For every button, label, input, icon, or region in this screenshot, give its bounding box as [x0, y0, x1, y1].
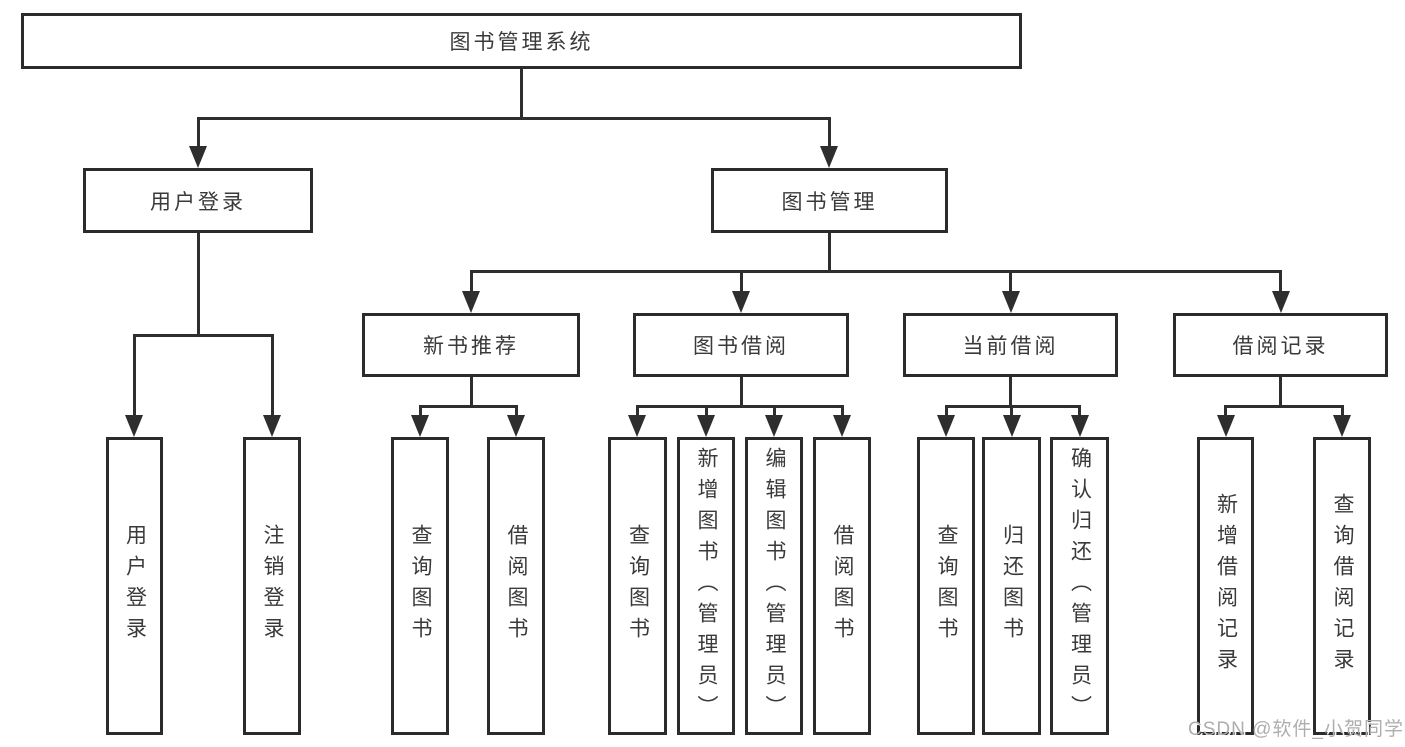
connector-line: [1340, 406, 1344, 421]
connector-line: [1279, 377, 1282, 406]
node-new-book-recommendation: 新书推荐: [362, 313, 580, 377]
node-user-login: 用户登录: [83, 168, 313, 233]
connector-line: [270, 335, 274, 421]
arrow-down-icon: [1070, 415, 1089, 437]
node-current-borrowing: 当前借阅: [903, 313, 1118, 377]
connector-line: [1009, 377, 1012, 406]
connector-line: [1078, 406, 1081, 421]
connector-line: [520, 69, 523, 118]
arrow-down-icon: [1216, 415, 1235, 437]
connector-line: [1279, 271, 1282, 297]
connector-line: [635, 404, 844, 408]
node-book-management: 图书管理: [711, 168, 948, 233]
node-query-borrow-record: 查询借阅记录: [1313, 437, 1371, 735]
connector-line: [196, 118, 200, 150]
connector-line: [704, 406, 708, 421]
node-query-books-recommend: 查询图书: [391, 437, 449, 735]
connector-line: [469, 271, 473, 297]
node-book-borrowing: 图书借阅: [633, 313, 849, 377]
node-borrow-books-leaf: 借阅图书: [813, 437, 871, 735]
arrow-down-icon: [125, 415, 143, 437]
connector-line: [418, 404, 518, 408]
arrow-down-icon: [697, 415, 715, 437]
node-logout: 注销登录: [243, 437, 301, 735]
connector-line: [196, 116, 831, 120]
connector-line: [514, 406, 518, 421]
connector-line: [469, 377, 473, 406]
node-borrow-books-recommend: 借阅图书: [487, 437, 545, 735]
connector-line: [739, 271, 743, 297]
node-confirm-return-admin: 确认归还（管理员）: [1050, 437, 1109, 735]
connector-line: [132, 333, 274, 337]
node-query-books-current: 查询图书: [917, 437, 975, 735]
arrow-down-icon: [732, 291, 750, 313]
arrow-down-icon: [411, 415, 429, 437]
connector-line: [772, 406, 776, 421]
arrow-down-icon: [1001, 291, 1020, 313]
arrow-down-icon: [462, 291, 480, 313]
arrow-down-icon: [820, 146, 838, 168]
arrow-down-icon: [937, 415, 955, 437]
arrow-down-icon: [628, 415, 646, 437]
arrow-down-icon: [765, 415, 783, 437]
node-user-login-leaf: 用户登录: [106, 437, 163, 735]
connector-line: [944, 406, 948, 421]
watermark: CSDN @软件_小贺同学: [1188, 719, 1404, 740]
arrow-down-icon: [1271, 291, 1290, 313]
node-library-system: 图书管理系统: [21, 13, 1022, 69]
connector-line: [1224, 406, 1227, 421]
connector-line: [1010, 406, 1013, 421]
node-add-borrow-record: 新增借阅记录: [1197, 437, 1254, 735]
connector-line: [132, 335, 136, 421]
arrow-down-icon: [1002, 415, 1021, 437]
node-borrowing-records: 借阅记录: [1173, 313, 1388, 377]
connector-line: [418, 406, 422, 421]
connector-line: [196, 233, 200, 335]
node-return-books: 归还图书: [982, 437, 1041, 735]
node-query-books-borrow: 查询图书: [608, 437, 667, 735]
connector-line: [635, 406, 639, 421]
node-edit-book-admin: 编辑图书（管理员）: [745, 437, 803, 735]
connector-line: [739, 377, 743, 406]
connector-line: [1009, 271, 1012, 297]
node-add-book-admin: 新增图书（管理员）: [677, 437, 735, 735]
connector-line: [1224, 404, 1344, 408]
arrow-down-icon: [189, 146, 207, 168]
connector-line: [469, 269, 1282, 273]
arrow-down-icon: [507, 415, 525, 437]
arrow-down-icon: [263, 415, 281, 437]
connector-line: [840, 406, 844, 421]
arrow-down-icon: [833, 415, 851, 437]
connector-line: [827, 233, 831, 271]
arrow-down-icon: [1333, 415, 1351, 437]
connector-line: [827, 118, 831, 150]
